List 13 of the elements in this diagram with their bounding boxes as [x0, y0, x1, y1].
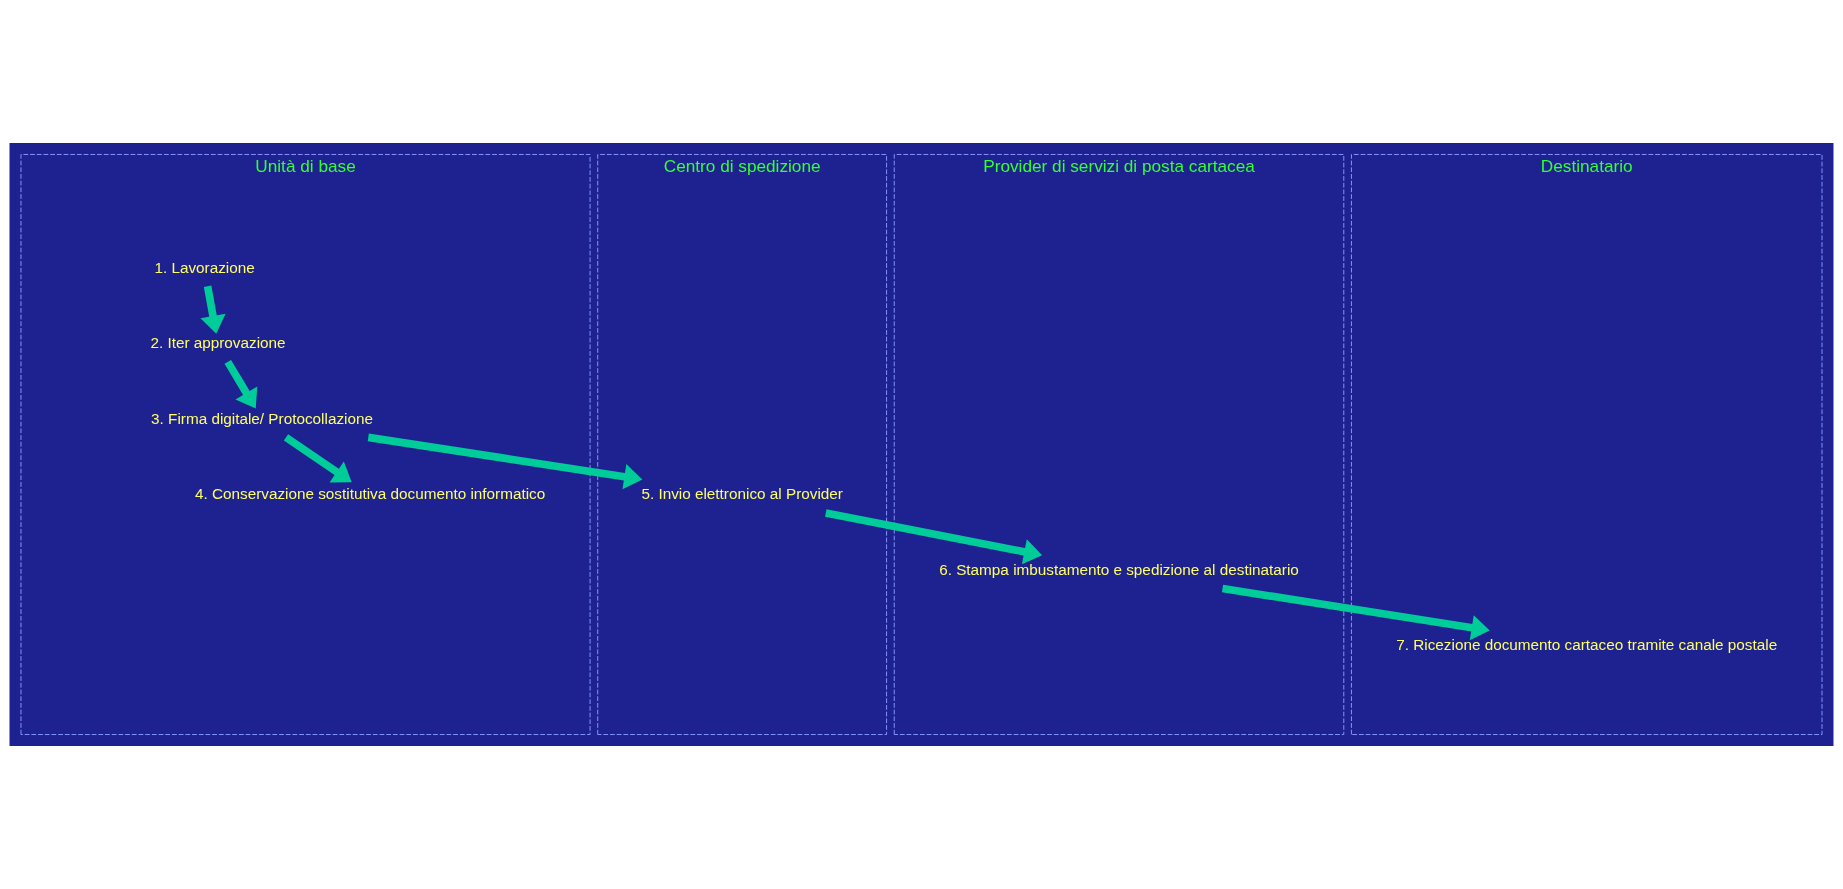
arrow	[1221, 584, 1490, 641]
node-text: 7. Ricezione documento cartaceo tramite canale postale	[1396, 636, 1778, 654]
node-text: 5. Invio elettronico al Provider	[641, 485, 843, 503]
arrow	[224, 359, 258, 409]
arrow	[825, 509, 1043, 565]
arrow	[283, 434, 352, 483]
node-text: 3. Firma digitale/ Protocollazione	[151, 409, 373, 427]
node-text: 2. Iter approvazione	[150, 334, 286, 352]
node-text: 6. Stampa imbustamento e spedizione al destinatario	[939, 560, 1299, 578]
node-text: 1. Lavorazione	[154, 258, 255, 276]
node-text: 4. Conservazione sostitutiva documento informatico	[194, 485, 546, 503]
arrow	[200, 285, 226, 334]
arrow	[367, 433, 643, 490]
